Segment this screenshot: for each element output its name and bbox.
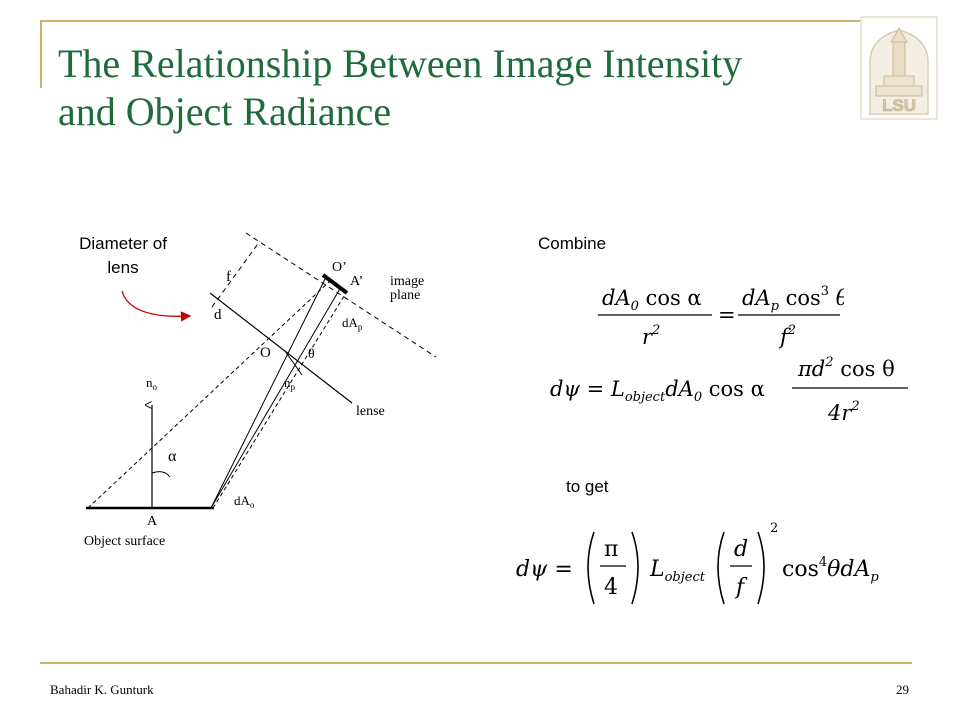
label-image-plane-1: image [390, 274, 424, 289]
svg-text:4: 4 [604, 575, 618, 600]
svg-text:dψ =: dψ = [516, 557, 573, 582]
optics-diagram: f d O’ A’ image plane dAp O θ np lense n… [84, 232, 437, 549]
svg-text:f: f [734, 575, 748, 600]
label-theta: θ [308, 347, 315, 362]
alpha-arc [151, 471, 171, 478]
image-plane-line [245, 232, 437, 358]
svg-text:πd2 cos θ: πd2 cos θ [797, 355, 895, 381]
label-o: O [260, 345, 271, 361]
equation-2: dψ = LobjectdA0 cos α πd2 cos θ 4r2 [550, 355, 908, 425]
title-line-1: The Relationship Between Image Intensity [58, 41, 743, 86]
lens-normal [284, 350, 303, 376]
svg-text:Lobject: Lobject [649, 557, 706, 585]
label-dao: dAo [234, 493, 255, 510]
svg-text:2: 2 [770, 521, 778, 536]
label-a-prime: A’ [350, 274, 363, 289]
ray-1 [87, 280, 331, 509]
svg-text:d: d [734, 537, 748, 562]
svg-text:r2: r2 [642, 323, 660, 349]
left-rule [40, 20, 42, 88]
svg-text:dAp cos3 θ: dAp cos3 θ [742, 284, 844, 314]
focal-distance-line [211, 240, 261, 308]
label-image-plane-2: plane [390, 288, 420, 303]
top-rule [40, 20, 860, 22]
footer-author: Bahadir K. Gunturk [50, 682, 154, 697]
svg-text:4r2: 4r2 [827, 399, 860, 425]
svg-text:dA0 cos α: dA0 cos α [602, 286, 702, 314]
label-lense: lense [356, 404, 385, 419]
svg-text:=: = [718, 303, 736, 327]
combine-label: Combine [538, 234, 607, 253]
ray-4 [212, 292, 347, 509]
to-get-label: to get [566, 477, 609, 496]
label-f: f [226, 269, 231, 285]
svg-text:dψ = LobjectdA0 cos α: dψ = LobjectdA0 cos α [550, 377, 765, 405]
equation-3: dψ = π 4 Lobject d f 2 cos4θdAp [516, 521, 879, 605]
ray-3 [210, 276, 327, 509]
lsu-logo: LSU [860, 16, 938, 120]
label-o-prime: O’ [332, 260, 347, 275]
label-d: d [214, 307, 222, 323]
page-number: 29 [896, 682, 909, 697]
equation-1: dA0 cos α r2 = dAp cos3 θ f2 [598, 284, 844, 349]
svg-text:cos4θdAp: cos4θdAp [782, 555, 879, 585]
lens-pointer-arrow [121, 290, 192, 322]
image-patch [321, 273, 349, 295]
title-line-2: and Object Radiance [58, 89, 392, 134]
label-object-surface: Object surface [84, 534, 165, 549]
lens-diameter-label: Diameter of lens [79, 234, 167, 277]
ray-2 [210, 286, 342, 509]
label-np: np [284, 375, 296, 392]
label-no: no [146, 375, 158, 392]
label-alpha: α [168, 448, 177, 465]
slide-title: The Relationship Between Image Intensity… [58, 40, 878, 136]
logo-text: LSU [882, 96, 916, 115]
label-dap: dAp [342, 315, 363, 332]
lens-line [209, 292, 353, 404]
bottom-rule [40, 662, 912, 664]
svg-text:f2: f2 [778, 323, 796, 349]
label-a: A [147, 514, 158, 529]
svg-text:π: π [604, 537, 618, 562]
